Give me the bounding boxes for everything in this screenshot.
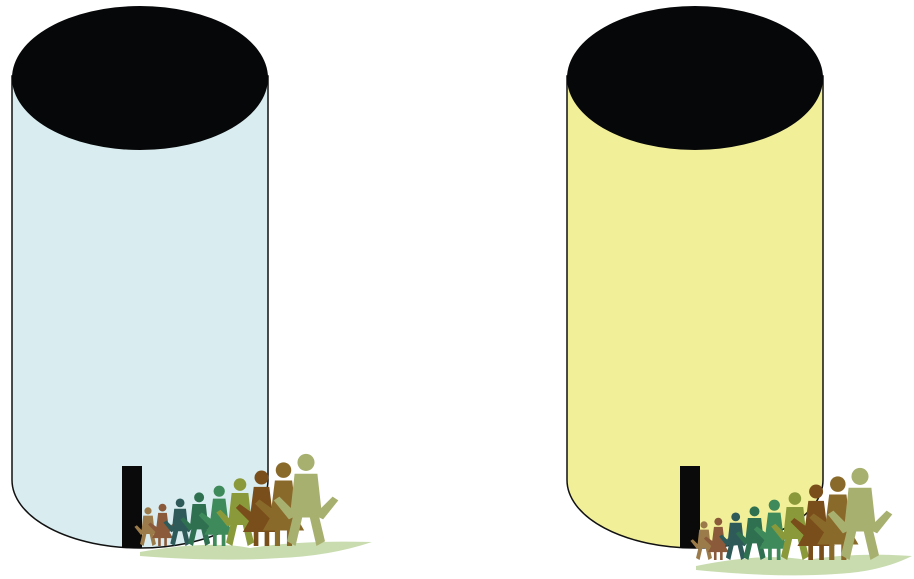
left-doorway [122,466,142,548]
right-doorway [680,466,700,548]
right-cylinder-top [567,6,823,150]
left-cylinder-top [12,6,268,150]
